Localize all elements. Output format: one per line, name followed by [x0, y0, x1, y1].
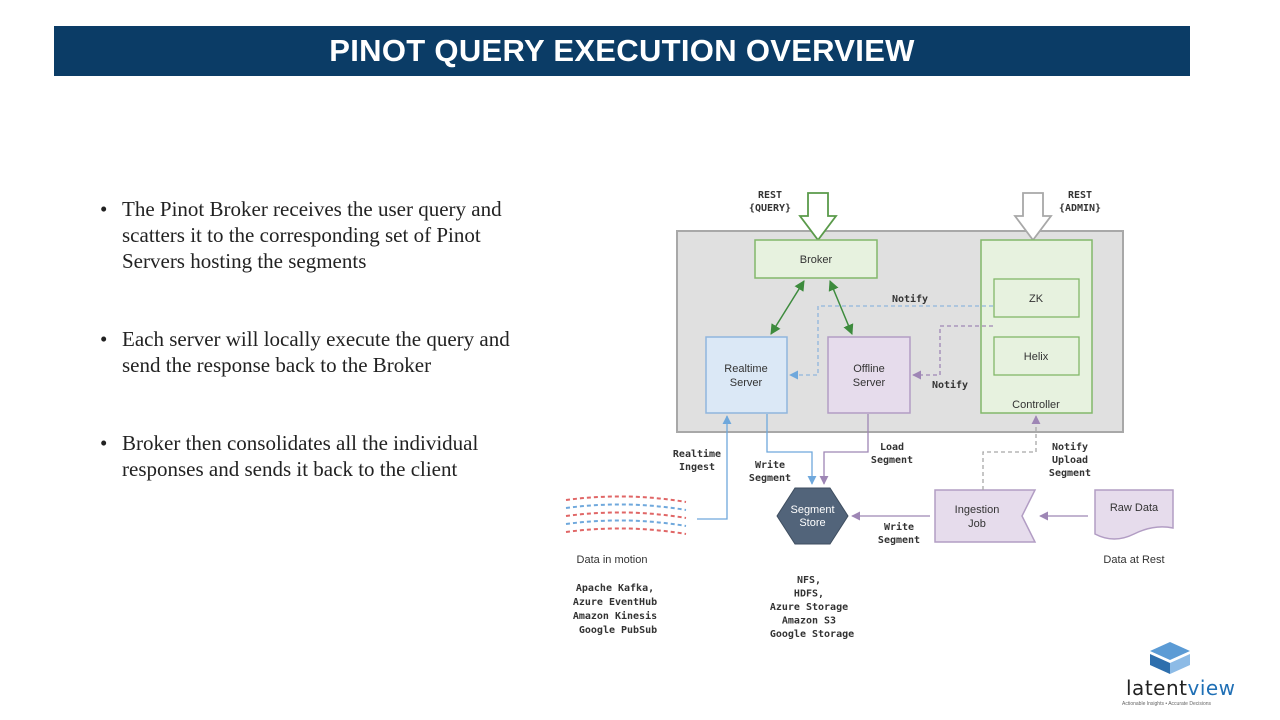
segment-store-node [776, 487, 849, 545]
realtime-write-segment-connector [766, 414, 817, 485]
helix-label: Helix [1024, 351, 1049, 363]
storage-options-list: NFS, HDFS, Azure Storage Amazon S3 Googl… [770, 575, 854, 640]
bullet-item: •The Pinot Broker receives the user quer… [100, 197, 502, 273]
controller-label: Controller [1012, 399, 1060, 411]
logo-wordmark: latentview [1126, 676, 1236, 700]
latentview-logo: latentview Actionable Insights • Accurat… [1120, 640, 1235, 710]
logo-cube-icon [1150, 642, 1190, 674]
bullet-text: Broker then consolidates all the individ… [122, 431, 479, 481]
notify-upload-connector [982, 415, 1041, 490]
broker-offline-connector [828, 280, 854, 335]
zk-label: ZK [1029, 293, 1044, 305]
notify-top-label: Notify [892, 293, 928, 305]
broker-label: Broker [800, 254, 833, 266]
raw-data-node [1094, 489, 1174, 540]
raw-data-label: Raw Data [1110, 502, 1159, 514]
notify-mid-label: Notify [932, 379, 968, 391]
rest-admin-arrow-icon [1013, 192, 1053, 242]
helix-box [993, 336, 1080, 376]
rest-query-arrow-icon [798, 192, 838, 242]
bullet-item: •Broker then consolidates all the indivi… [100, 431, 479, 481]
title-bar: PINOT QUERY EXECUTION OVERVIEW [54, 26, 1190, 76]
bullet-list: •The Pinot Broker receives the user quer… [100, 196, 510, 482]
realtime-ingest-connector [697, 415, 732, 520]
offline-server-box [827, 336, 911, 414]
data-at-rest-label: Data at Rest [1103, 554, 1164, 566]
bullet-text: The Pinot Broker receives the user query… [122, 197, 502, 273]
zk-box [993, 278, 1080, 318]
data-in-motion-label: Data in motion [577, 554, 648, 566]
ingestion-job-node [934, 489, 1037, 543]
data-in-motion-icon [565, 495, 687, 535]
broker-box [754, 239, 878, 279]
rest-admin-label: REST{ADMIN} [1059, 190, 1101, 214]
logo-tagline: Actionable Insights • Accurate Decisions [1122, 701, 1212, 707]
bullet-item: •Each server will locally execute the qu… [100, 327, 510, 377]
notify-realtime-connector [789, 305, 993, 380]
rest-query-label: REST{QUERY} [749, 190, 791, 214]
notify-offline-connector [912, 325, 993, 380]
page-title: PINOT QUERY EXECUTION OVERVIEW [329, 33, 915, 68]
broker-realtime-connector [770, 280, 805, 335]
realtime-server-box [705, 336, 788, 414]
bullet-text: Each server will locally execute the que… [122, 327, 510, 377]
load-segment-connector [819, 414, 869, 485]
controller-box [980, 239, 1093, 414]
stream-sources-list: Apache Kafka, Azure EventHub Amazon Kine… [573, 583, 663, 636]
